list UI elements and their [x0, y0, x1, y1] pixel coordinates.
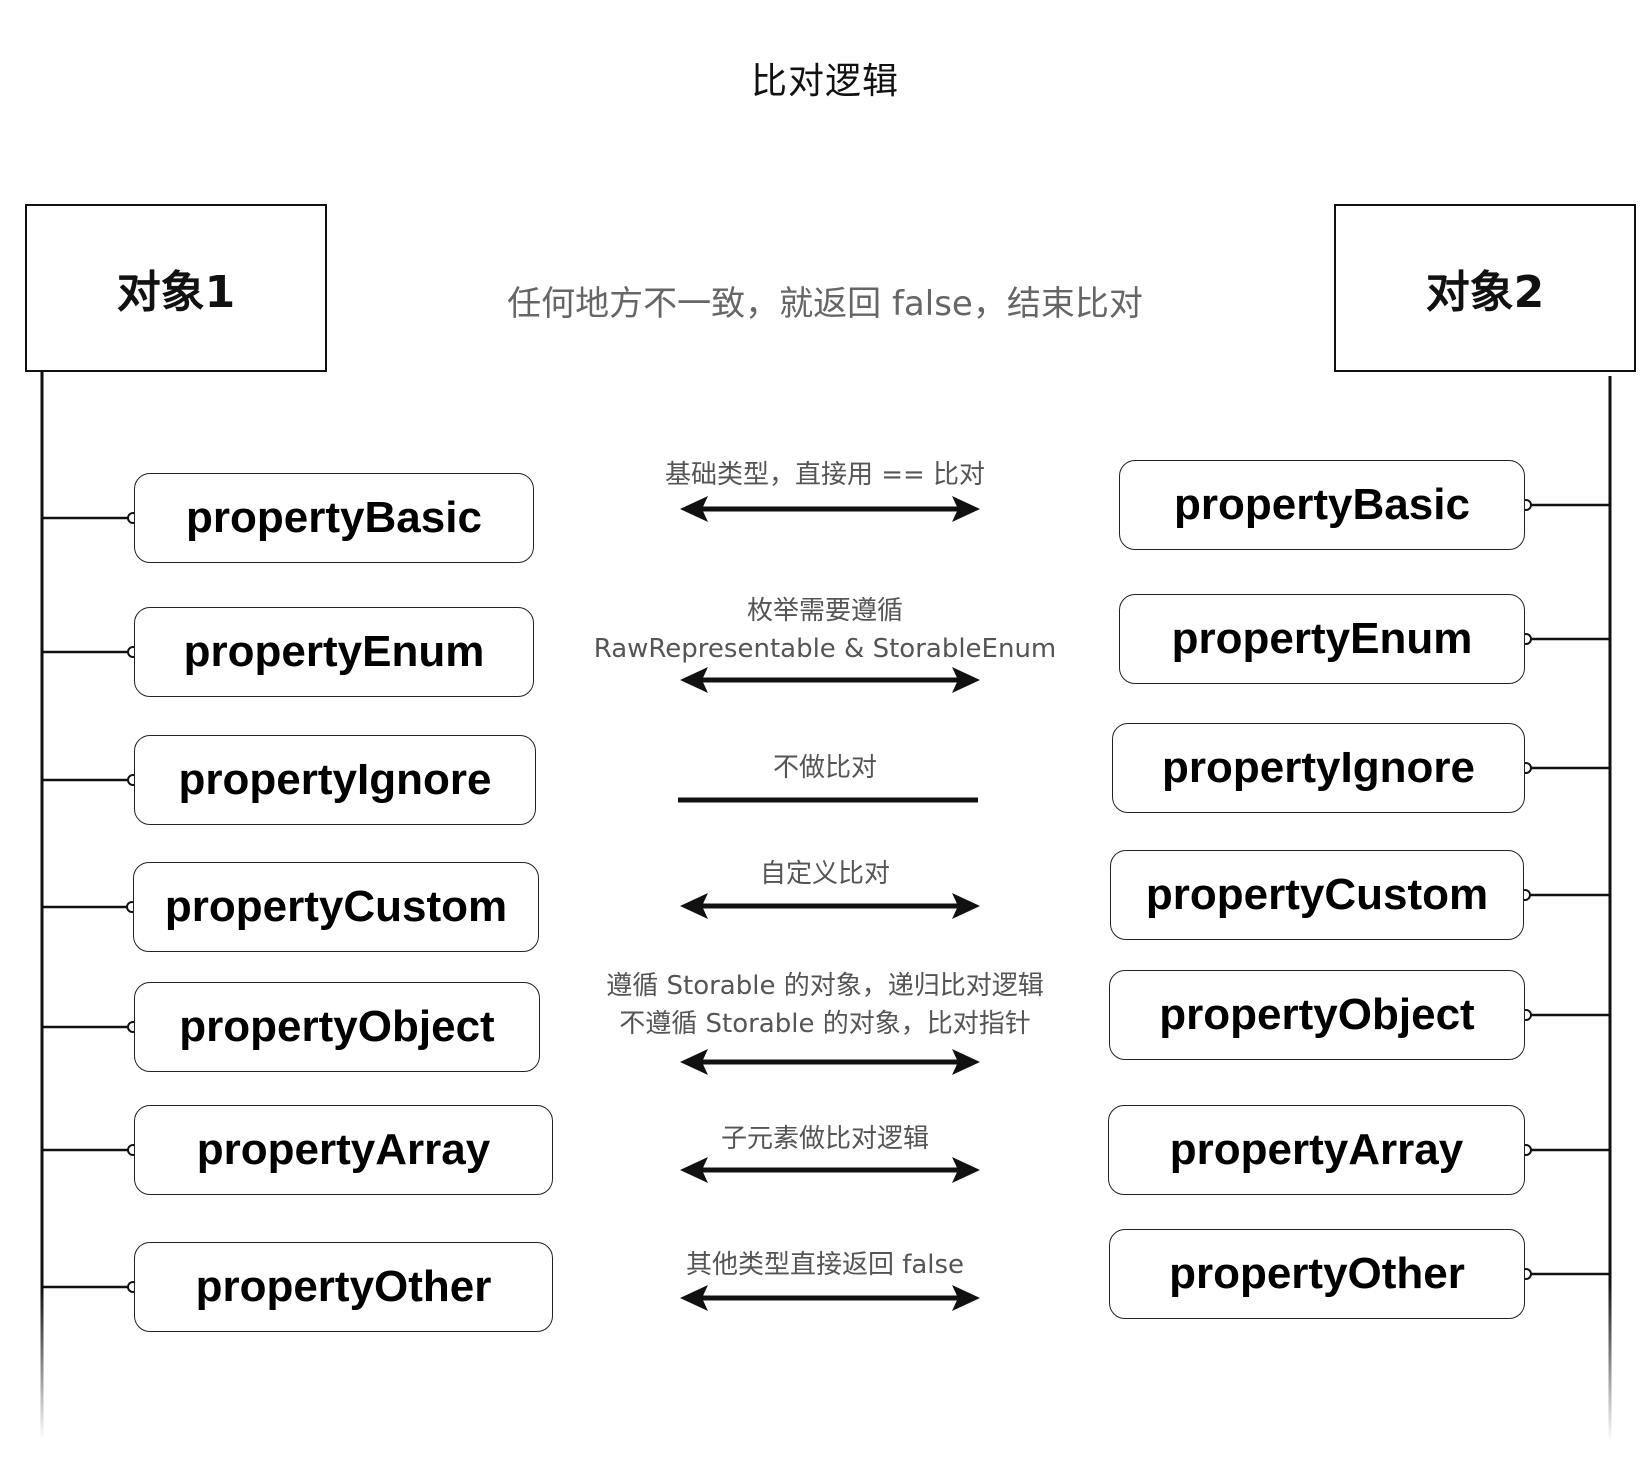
arrow-head-left: [680, 1157, 708, 1183]
rule-caption: 自定义比对: [560, 855, 1090, 893]
object-1-label: 对象1: [116, 267, 236, 318]
right-property-box: propertyEnum: [1119, 594, 1525, 684]
rule-caption-line: 遵循 Storable 的对象，递归比对逻辑: [606, 971, 1044, 1001]
object-2-label: 对象2: [1425, 267, 1545, 318]
left-property-label: propertyOther: [195, 1262, 492, 1311]
left-property-box: propertyArray: [134, 1105, 553, 1195]
arrow-head-right: [952, 1285, 980, 1311]
left-property-label: propertyObject: [179, 1002, 495, 1051]
rule-caption: 枚举需要遵循 RawRepresentable & StorableEnum: [560, 592, 1090, 668]
rule-caption-line: 其他类型直接返回 false: [685, 1250, 965, 1280]
arrow-head-left: [680, 496, 708, 522]
rule-caption: 遵循 Storable 的对象，递归比对逻辑不遵循 Storable 的对象，比…: [560, 967, 1090, 1043]
right-property-label: propertyObject: [1159, 990, 1475, 1039]
right-property-box: propertyArray: [1108, 1105, 1525, 1195]
left-property-box: propertyObject: [134, 982, 540, 1072]
right-property-box: propertyCustom: [1110, 850, 1524, 940]
left-property-label: propertyArray: [196, 1125, 491, 1174]
left-property-label: propertyCustom: [164, 882, 508, 931]
right-property-box: propertyIgnore: [1112, 723, 1525, 813]
rule-caption: 子元素做比对逻辑: [560, 1120, 1090, 1158]
compare-subtitle: 任何地方不一致，就返回 false，结束比对: [507, 284, 1143, 324]
rule-caption-line: 基础类型，直接用 == 比对: [664, 460, 986, 490]
object-1-box: 对象1: [25, 204, 327, 372]
rule-caption: 不做比对: [560, 749, 1090, 787]
rule-caption-line: 不遵循 Storable 的对象，比对指针: [619, 1009, 1031, 1039]
rule-caption: 基础类型，直接用 == 比对: [560, 456, 1090, 494]
left-property-box: propertyOther: [134, 1242, 553, 1332]
left-property-box: propertyEnum: [134, 607, 534, 697]
right-property-label: propertyOther: [1169, 1249, 1465, 1298]
right-property-box: propertyObject: [1109, 970, 1525, 1060]
arrow-head-left: [680, 1049, 708, 1075]
right-property-box: propertyBasic: [1119, 460, 1525, 550]
left-spine-fade: [40, 1290, 44, 1440]
left-property-box: propertyIgnore: [134, 735, 536, 825]
arrow-head-left: [680, 893, 708, 919]
diagram-title: 比对逻辑: [750, 61, 899, 102]
rule-caption: 其他类型直接返回 false: [560, 1246, 1090, 1284]
rule-caption-line: 枚举需要遵循: [746, 596, 903, 626]
arrow-head-left: [680, 1285, 708, 1311]
right-spine-fade: [1608, 1282, 1612, 1442]
left-property-label: propertyBasic: [186, 493, 482, 542]
right-property-label: propertyIgnore: [1162, 743, 1475, 792]
arrow-head-right: [952, 893, 980, 919]
right-property-box: propertyOther: [1109, 1229, 1525, 1319]
right-property-label: propertyBasic: [1174, 480, 1470, 529]
arrow-head-right: [952, 1157, 980, 1183]
object-2-box: 对象2: [1334, 204, 1636, 372]
right-property-label: propertyEnum: [1171, 614, 1473, 663]
rule-caption-line: RawRepresentable & StorableEnum: [593, 634, 1057, 664]
rule-caption-line: 子元素做比对逻辑: [720, 1124, 929, 1154]
arrow-head-right: [952, 1049, 980, 1075]
left-property-label: propertyIgnore: [178, 755, 492, 804]
left-property-box: propertyBasic: [134, 473, 534, 563]
rule-caption-line: 不做比对: [772, 753, 877, 783]
left-property-box: propertyCustom: [133, 862, 539, 952]
right-property-label: propertyArray: [1169, 1125, 1464, 1174]
left-property-label: propertyEnum: [183, 627, 485, 676]
arrow-head-left: [680, 667, 708, 693]
arrow-head-right: [952, 667, 980, 693]
right-property-label: propertyCustom: [1145, 870, 1489, 919]
rule-caption-line: 自定义比对: [759, 859, 890, 889]
arrow-head-right: [952, 496, 980, 522]
